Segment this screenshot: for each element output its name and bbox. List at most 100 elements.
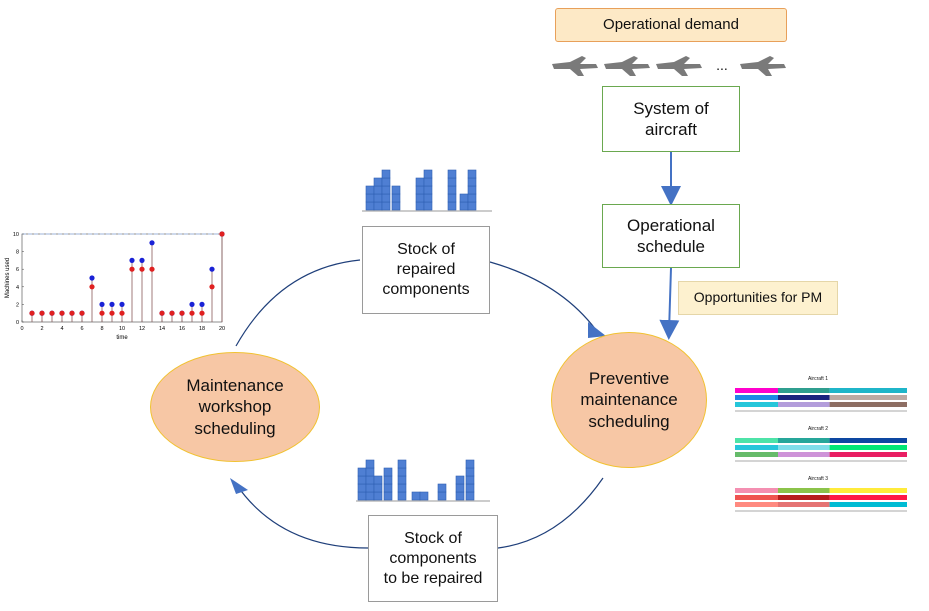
y-tick-label: 6	[16, 267, 19, 273]
component-stack-icon	[357, 459, 475, 501]
red-point	[39, 310, 45, 316]
red-point	[129, 266, 135, 272]
schedule-bar	[778, 488, 830, 493]
cycle-arc-bottom-left	[235, 483, 369, 549]
red-point	[209, 284, 215, 290]
schedule-bar	[829, 502, 907, 507]
preventive-maintenance-ellipse: Preventive maintenance scheduling	[551, 332, 707, 468]
red-point	[49, 310, 55, 316]
cycle-arc-top-left	[235, 259, 361, 347]
red-point	[79, 310, 85, 316]
stock-to-repair-box: Stock of components to be repaired	[368, 515, 498, 602]
y-tick-label: 10	[13, 232, 19, 238]
aircraft-icon	[656, 56, 702, 76]
preventive-maintenance-line-3: scheduling	[588, 411, 670, 431]
schedule-bar	[829, 438, 907, 443]
blue-point	[119, 301, 125, 307]
schedule-bar	[735, 388, 778, 393]
preventive-maintenance-line-2: maintenance	[580, 390, 678, 410]
operational-schedule-box: Operational schedule	[602, 204, 740, 268]
blue-point	[189, 301, 195, 307]
x-axis-label: time	[116, 335, 128, 341]
red-point	[199, 310, 205, 316]
red-point	[189, 310, 195, 316]
y-tick-label: 8	[16, 250, 19, 256]
red-point	[89, 284, 95, 290]
stock-to-repair-line-3: to be repaired	[383, 569, 483, 587]
schedule-bar	[829, 495, 907, 500]
schedule-bar	[778, 395, 830, 400]
operational-demand-box: Operational demand	[555, 8, 787, 42]
schedule-bar	[735, 402, 778, 407]
schedule-aircraft-2: Aircraft 2	[727, 426, 909, 470]
aircraft-icon	[604, 56, 650, 76]
red-point	[29, 310, 35, 316]
y-tick-label: 2	[16, 302, 19, 308]
red-point	[99, 310, 105, 316]
blue-point	[109, 301, 115, 307]
maintenance-workshop-ellipse: Maintenance workshop scheduling	[150, 352, 320, 462]
x-tick-label: 14	[159, 326, 165, 332]
schedule-bar	[778, 388, 830, 393]
schedule-bar	[778, 452, 830, 457]
red-point	[169, 310, 175, 316]
red-point	[179, 310, 185, 316]
schedule-bar	[735, 488, 778, 493]
red-point	[159, 310, 165, 316]
red-point	[139, 266, 145, 272]
cycle-arrowhead-left	[230, 478, 248, 494]
stock-to-repair-line-2: components	[389, 549, 477, 567]
red-point	[69, 310, 75, 316]
system-of-aircraft-line-1: System of	[633, 98, 709, 118]
schedule-bar	[735, 438, 778, 443]
red-point	[119, 310, 125, 316]
blue-point	[89, 275, 95, 281]
cycle-arc-top-right	[489, 261, 597, 331]
blue-point	[199, 301, 205, 307]
x-tick-label: 8	[100, 326, 103, 332]
blue-point	[139, 257, 145, 263]
y-axis-label: Machines used	[5, 258, 11, 298]
schedule-bar	[778, 402, 830, 407]
system-of-aircraft-line-2: aircraft	[645, 120, 697, 139]
red-point	[59, 310, 65, 316]
schedule-aircraft-3: Aircraft 3	[727, 476, 909, 520]
x-tick-label: 12	[139, 326, 145, 332]
stock-repaired-line-3: components	[382, 281, 470, 298]
x-tick-label: 6	[80, 326, 83, 332]
schedule-bar	[829, 445, 907, 450]
schedule-bar	[778, 495, 830, 500]
schedule-title: Aircraft 2	[807, 426, 828, 432]
preventive-maintenance-line-1: Preventive	[588, 369, 670, 389]
red-point	[149, 266, 155, 272]
schedule-bar	[829, 395, 907, 400]
stock-repaired-box: Stock of repaired components	[362, 226, 490, 314]
maintenance-workshop-line-3: scheduling	[194, 418, 276, 438]
cycle-arc-bottom-right	[497, 477, 604, 549]
schedule-title: Aircraft 3	[807, 476, 828, 482]
operational-schedule-line-1: Operational	[627, 215, 715, 235]
system-of-aircraft-box: System of aircraft	[602, 86, 740, 152]
schedule-bar	[778, 445, 830, 450]
operational-schedule-line-2: schedule	[636, 237, 706, 256]
maintenance-workshop-line-2: workshop	[198, 397, 272, 417]
schedule-title: Aircraft 1	[807, 376, 828, 382]
schedule-bar	[735, 395, 778, 400]
red-point	[109, 310, 115, 316]
schedule-bar	[829, 388, 907, 393]
blue-point	[99, 301, 105, 307]
schedule-bar	[735, 452, 778, 457]
blue-point	[209, 266, 215, 272]
x-tick-label: 2	[40, 326, 43, 332]
schedule-bar	[778, 502, 830, 507]
y-tick-label: 0	[16, 320, 19, 326]
y-tick-label: 4	[16, 285, 19, 291]
arrow-schedule-to-preventive	[659, 267, 680, 340]
schedule-bar	[735, 502, 778, 507]
opportunities-for-pm-label: Opportunities for PM	[693, 289, 823, 306]
stock-to-repair-line-1: Stock of	[404, 529, 462, 547]
component-stack-icon	[365, 169, 477, 211]
opportunities-for-pm-box: Opportunities for PM	[678, 281, 838, 315]
